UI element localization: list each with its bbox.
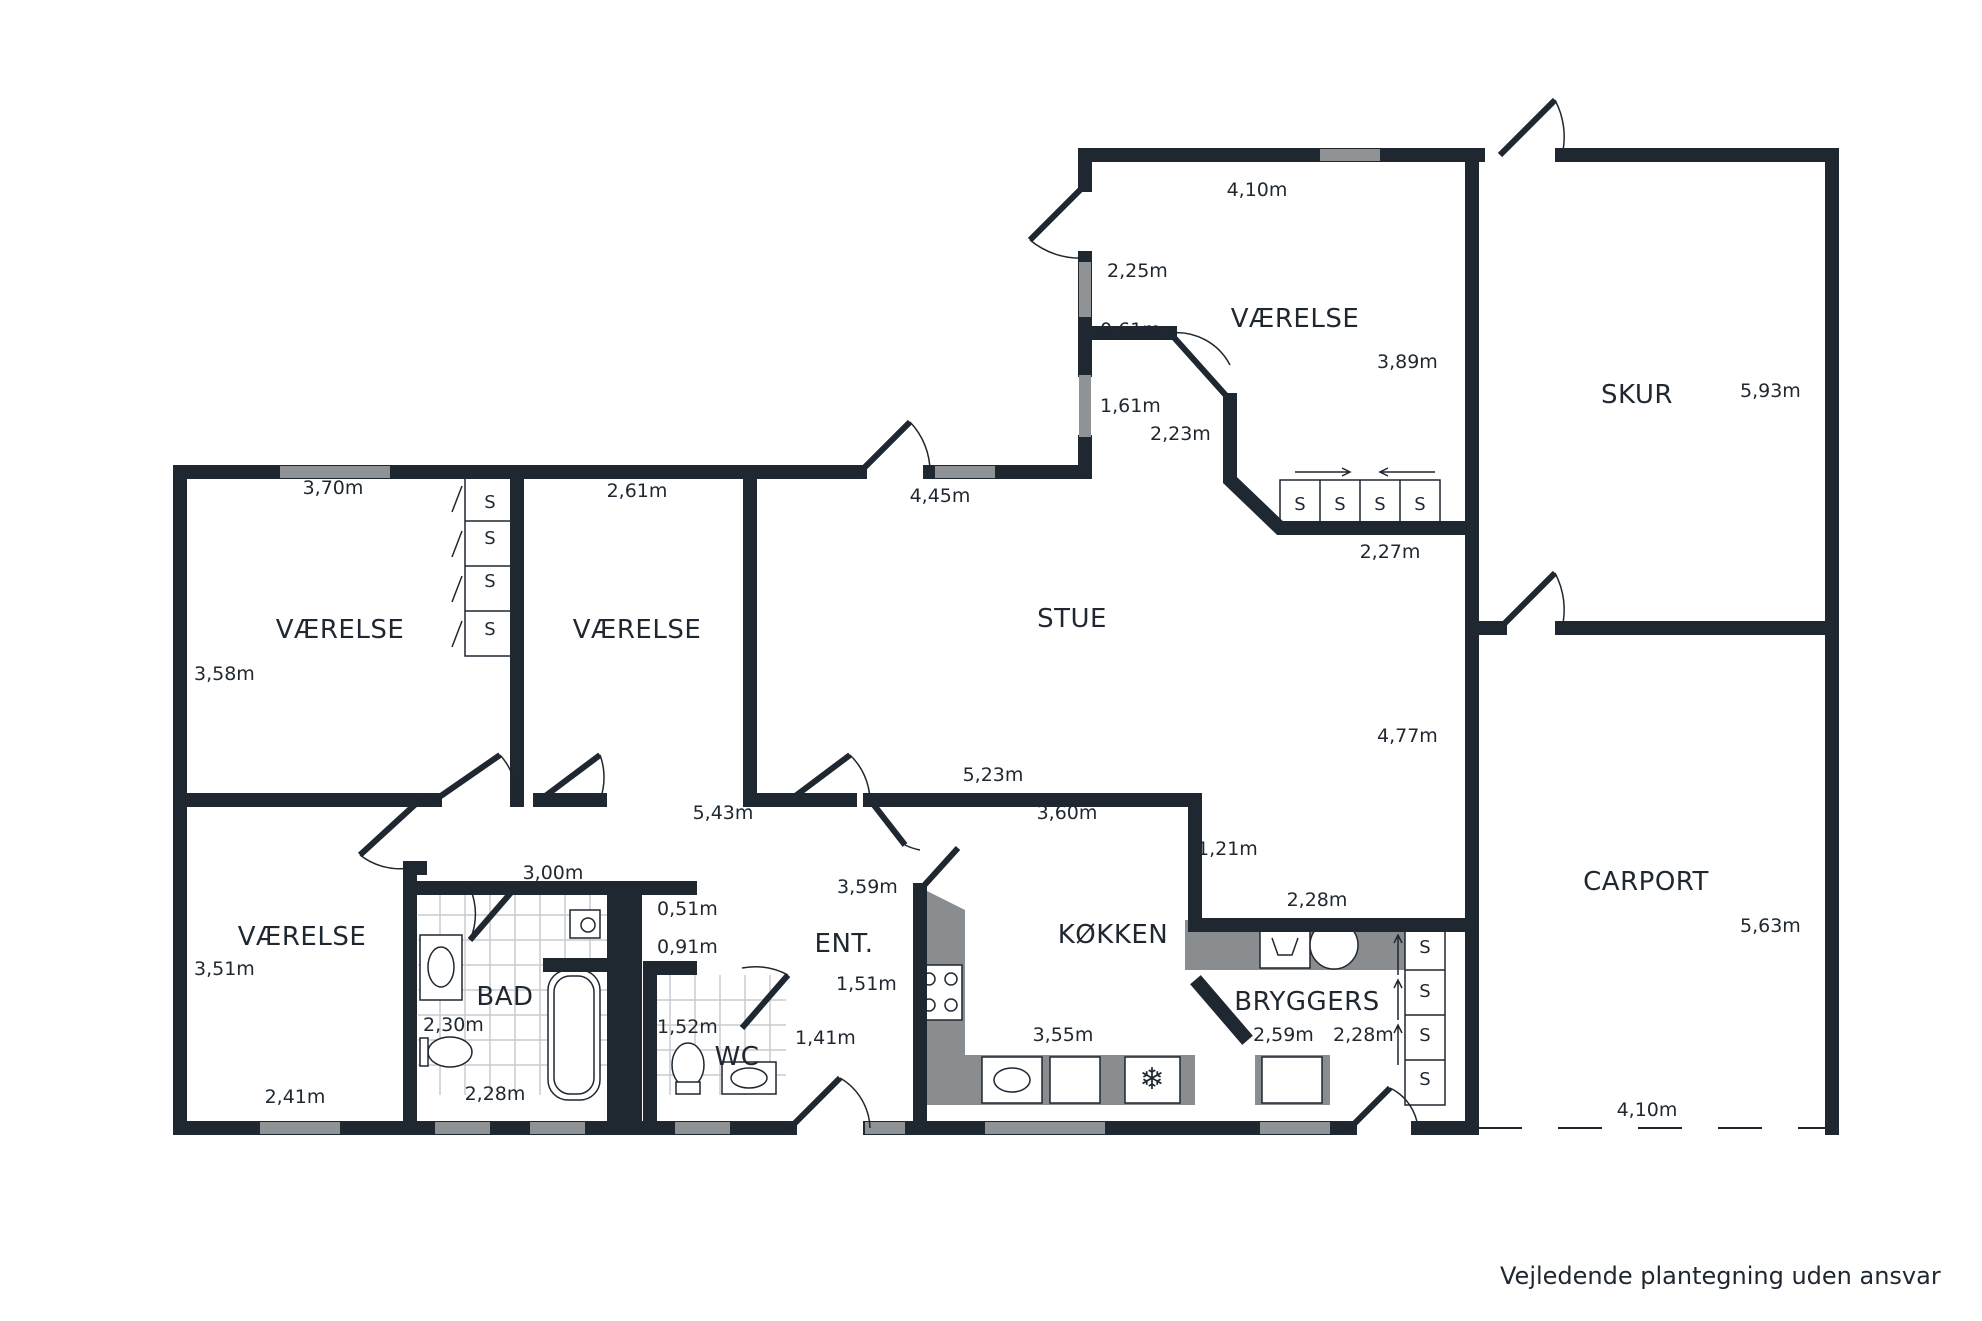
room-label-kokken: KØKKEN bbox=[1058, 920, 1169, 950]
disclaimer-caption: Vejledende plantegning uden ansvar bbox=[1500, 1262, 1941, 1290]
storage-marks: S S S S S S S S S S S S bbox=[484, 492, 1430, 1090]
storage-mark: S bbox=[1419, 981, 1430, 1002]
dim-label: 4,45m bbox=[910, 485, 971, 507]
storage-mark: S bbox=[484, 528, 495, 549]
dim-label: 2,27m bbox=[1360, 541, 1421, 563]
room-label-skur: SKUR bbox=[1601, 380, 1673, 410]
dim-label: 1,51m bbox=[836, 973, 897, 995]
dim-label: 2,23m bbox=[1150, 423, 1211, 445]
room-label-stue: STUE bbox=[1037, 604, 1107, 634]
dim-label: 3,55m bbox=[1033, 1024, 1094, 1046]
closet-stue bbox=[1279, 467, 1441, 526]
room-label-ent: ENT. bbox=[815, 929, 874, 959]
storage-mark: S bbox=[484, 492, 495, 513]
dim-label: 5,63m bbox=[1740, 915, 1801, 937]
dim-label: 3,51m bbox=[194, 958, 255, 980]
dim-label: 2,25m bbox=[1107, 260, 1168, 282]
storage-mark: S bbox=[1419, 1025, 1430, 1046]
dim-label: 2,28m bbox=[1333, 1024, 1394, 1046]
dimensions: 4,10m 2,25m 0,61m 3,89m 1,61m 2,23m 4,45… bbox=[194, 179, 1801, 1121]
dim-label: 2,41m bbox=[265, 1086, 326, 1108]
dim-label: 1,21m bbox=[1197, 838, 1258, 860]
dim-label: 3,60m bbox=[1037, 802, 1098, 824]
dim-label: 2,30m bbox=[423, 1014, 484, 1036]
storage-mark: S bbox=[1419, 1069, 1430, 1090]
dim-label: 1,61m bbox=[1100, 395, 1161, 417]
dim-label: 2,28m bbox=[1287, 889, 1348, 911]
dim-label: 4,10m bbox=[1227, 179, 1288, 201]
dim-label: 3,89m bbox=[1377, 351, 1438, 373]
freezer-icon: ❄ bbox=[1139, 1062, 1164, 1097]
dim-label: 3,59m bbox=[837, 876, 898, 898]
room-label-bryggers: BRYGGERS bbox=[1234, 987, 1379, 1017]
storage-mark: S bbox=[1419, 937, 1430, 958]
dim-label: 4,10m bbox=[1617, 1099, 1678, 1121]
room-label-vaerelse-mid: VÆRELSE bbox=[573, 615, 702, 645]
dim-label: 0,61m bbox=[1100, 319, 1161, 341]
room-label-vaerelse-left: VÆRELSE bbox=[276, 615, 405, 645]
storage-mark: S bbox=[1294, 494, 1305, 515]
dim-label: 1,41m bbox=[795, 1027, 856, 1049]
dim-label: 2,59m bbox=[1253, 1024, 1314, 1046]
dim-label: 3,00m bbox=[523, 862, 584, 884]
dim-label: 0,91m bbox=[657, 936, 718, 958]
dim-label: 2,61m bbox=[607, 480, 668, 502]
windows bbox=[260, 149, 1380, 1134]
dim-label: 3,58m bbox=[194, 663, 255, 685]
storage-mark: S bbox=[484, 619, 495, 640]
room-label-vaerelse-top: VÆRELSE bbox=[1231, 304, 1360, 334]
room-label-carport: CARPORT bbox=[1583, 867, 1709, 897]
dim-label: 4,77m bbox=[1377, 725, 1438, 747]
room-label-vaerelse-lower: VÆRELSE bbox=[238, 922, 367, 952]
storage-mark: S bbox=[1334, 494, 1345, 515]
room-label-wc: WC bbox=[715, 1042, 760, 1072]
dim-label: 5,43m bbox=[693, 802, 754, 824]
storage-mark: S bbox=[1374, 494, 1385, 515]
storage-mark: S bbox=[1414, 494, 1425, 515]
dim-label: 0,51m bbox=[657, 898, 718, 920]
room-label-bad: BAD bbox=[476, 982, 533, 1012]
dim-label: 2,28m bbox=[465, 1083, 526, 1105]
bathroom-tiles bbox=[418, 890, 786, 1101]
dim-label: 3,70m bbox=[303, 477, 364, 499]
closet-bryggers bbox=[1393, 924, 1446, 1106]
storage-mark: S bbox=[484, 571, 495, 592]
doors bbox=[357, 97, 1565, 1131]
dim-label: 1,52m bbox=[657, 1016, 718, 1038]
dim-label: 5,93m bbox=[1740, 380, 1801, 402]
dim-label: 5,23m bbox=[963, 764, 1024, 786]
